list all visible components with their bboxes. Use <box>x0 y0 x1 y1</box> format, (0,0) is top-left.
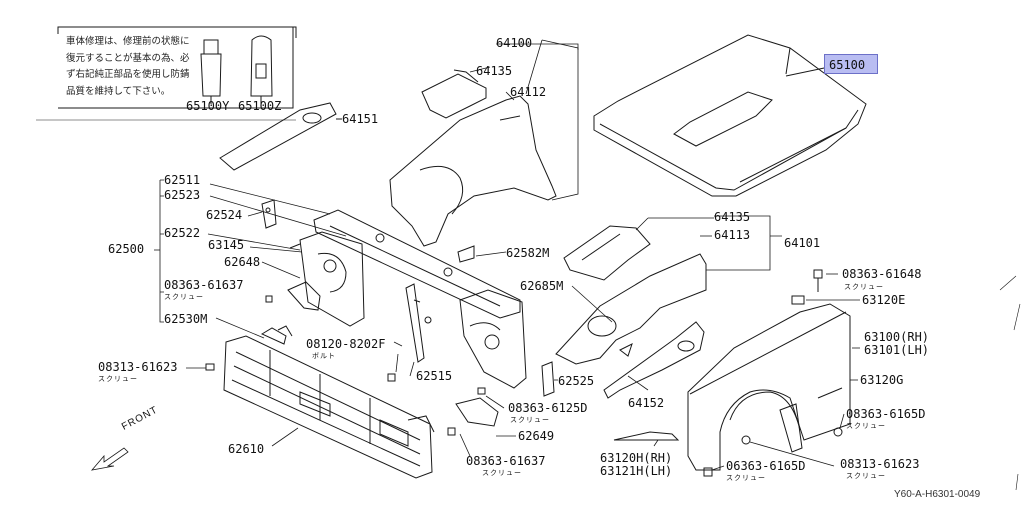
screw-6125d <box>477 387 486 395</box>
bottle-label-65100z: 65100Z <box>238 99 282 113</box>
highlighted-part-65100[interactable]: 65100 <box>824 54 878 74</box>
part-62530m[interactable]: 62530M <box>164 312 208 326</box>
screw-06363 <box>703 467 713 477</box>
rad-support-side-right <box>459 289 527 389</box>
sub-bolt: ボルト <box>312 352 336 360</box>
screw-61637b <box>447 427 456 436</box>
part-08363-6125d[interactable]: 08363-6125D <box>508 401 588 415</box>
part-64113[interactable]: 64113 <box>714 228 751 242</box>
part-62525[interactable]: 62525 <box>558 374 595 388</box>
part-62523[interactable]: 62523 <box>164 188 201 202</box>
bracket-64135-lower <box>563 225 651 281</box>
screw-6165d-r <box>833 427 843 437</box>
part-08313-61623-right[interactable]: 08313-61623 <box>840 457 920 471</box>
part-63120h-rh[interactable]: 63120H(RH) <box>600 451 673 465</box>
part-62582m[interactable]: 62582M <box>506 246 550 260</box>
part-62685m[interactable]: 62685M <box>520 279 564 293</box>
seal-63120h <box>613 431 680 441</box>
sub-screw-a: スクリュー <box>164 293 204 301</box>
part-63100-rh[interactable]: 63100(RH) <box>864 330 930 344</box>
bracket-62525 <box>541 361 555 397</box>
part-08363-61637-lower[interactable]: 08363-61637 <box>466 454 546 468</box>
part-63120g[interactable]: 63120G <box>860 373 904 387</box>
front-fender-63100 <box>687 303 851 471</box>
sub-screw-g: スクリュー <box>846 472 886 480</box>
spray-can-65100z <box>250 35 273 104</box>
part-64100[interactable]: 64100 <box>496 36 533 50</box>
part-62649[interactable]: 62649 <box>518 429 555 443</box>
hoodledge-64113 <box>555 253 707 365</box>
part-63121h-lh[interactable]: 63121H(LH) <box>600 464 673 478</box>
part-62515[interactable]: 62515 <box>416 369 453 383</box>
document-code: Y60-A-H6301-0049 <box>894 489 981 500</box>
part-62511[interactable]: 62511 <box>164 173 201 187</box>
repair-note: 車体修理は、修理前の状態に復元することが基本の為、必ず右記純正部品を使用し防錆品… <box>66 36 190 97</box>
part-08313-61623-left[interactable]: 08313-61623 <box>98 360 178 374</box>
part-08363-61648[interactable]: 08363-61648 <box>842 267 922 281</box>
clip-62582m <box>457 245 475 263</box>
bracket-64135-upper <box>421 69 487 119</box>
part-64135-lower[interactable]: 64135 <box>714 210 751 224</box>
bracket-62524 <box>261 199 277 229</box>
reinforcement-64152 <box>603 321 705 399</box>
sub-screw-d: スクリュー <box>482 469 522 477</box>
part-64112[interactable]: 64112 <box>510 85 547 99</box>
sub-screw-f: スクリュー <box>846 422 886 430</box>
part-62524[interactable]: 62524 <box>206 208 243 222</box>
screw-61623b <box>741 435 751 445</box>
bracket-62648 <box>287 281 321 311</box>
touch-up-bottle-65100y <box>200 39 222 104</box>
part-63120e[interactable]: 63120E <box>862 293 906 307</box>
sub-screw-e: スクリュー <box>844 283 884 291</box>
part-62648[interactable]: 62648 <box>224 255 261 269</box>
screw-61648 <box>813 269 823 292</box>
splash-63120g <box>779 403 803 453</box>
sub-screw-h: スクリュー <box>726 474 766 482</box>
rad-support-side-62522 <box>289 231 365 327</box>
hoodledge-64112 <box>389 95 557 247</box>
part-63101-lh[interactable]: 63101(LH) <box>864 343 930 357</box>
rad-support-upper-64151 <box>219 102 342 171</box>
support-62515 <box>405 283 432 363</box>
part-64151[interactable]: 64151 <box>342 112 379 126</box>
part-62522[interactable]: 62522 <box>164 226 201 240</box>
rad-support-upper-62511 <box>313 209 521 319</box>
clip-63120e <box>791 295 805 305</box>
part-62500[interactable]: 62500 <box>108 242 145 256</box>
bottle-label-65100y: 65100Y <box>186 99 230 113</box>
part-64152[interactable]: 64152 <box>628 396 665 410</box>
part-08363-61637-upper[interactable]: 08363-61637 <box>164 278 244 292</box>
part-64101[interactable]: 64101 <box>784 236 821 250</box>
part-63145[interactable]: 63145 <box>208 238 245 252</box>
sub-screw-c: スクリュー <box>510 416 550 424</box>
screw-61623a <box>205 363 215 371</box>
part-64135-upper[interactable]: 64135 <box>476 64 513 78</box>
part-08120-8202f[interactable]: 08120-8202F <box>306 337 386 351</box>
part-62610[interactable]: 62610 <box>228 442 265 456</box>
grille-bracket-62530m <box>260 325 293 345</box>
screw-61637a <box>265 295 273 303</box>
part-08363-6165d-right[interactable]: 08363-6165D <box>846 407 926 421</box>
hood-lock-62649 <box>455 397 499 427</box>
highlighted-part-label: 65100 <box>829 58 866 72</box>
front-grille-62610 <box>223 335 435 479</box>
hood-panel <box>593 34 867 197</box>
part-06363-6165d[interactable]: 06363-6165D <box>726 459 806 473</box>
bolt-08120 <box>387 373 396 382</box>
sub-screw-b: スクリュー <box>98 375 138 383</box>
note-frame <box>57 26 297 109</box>
